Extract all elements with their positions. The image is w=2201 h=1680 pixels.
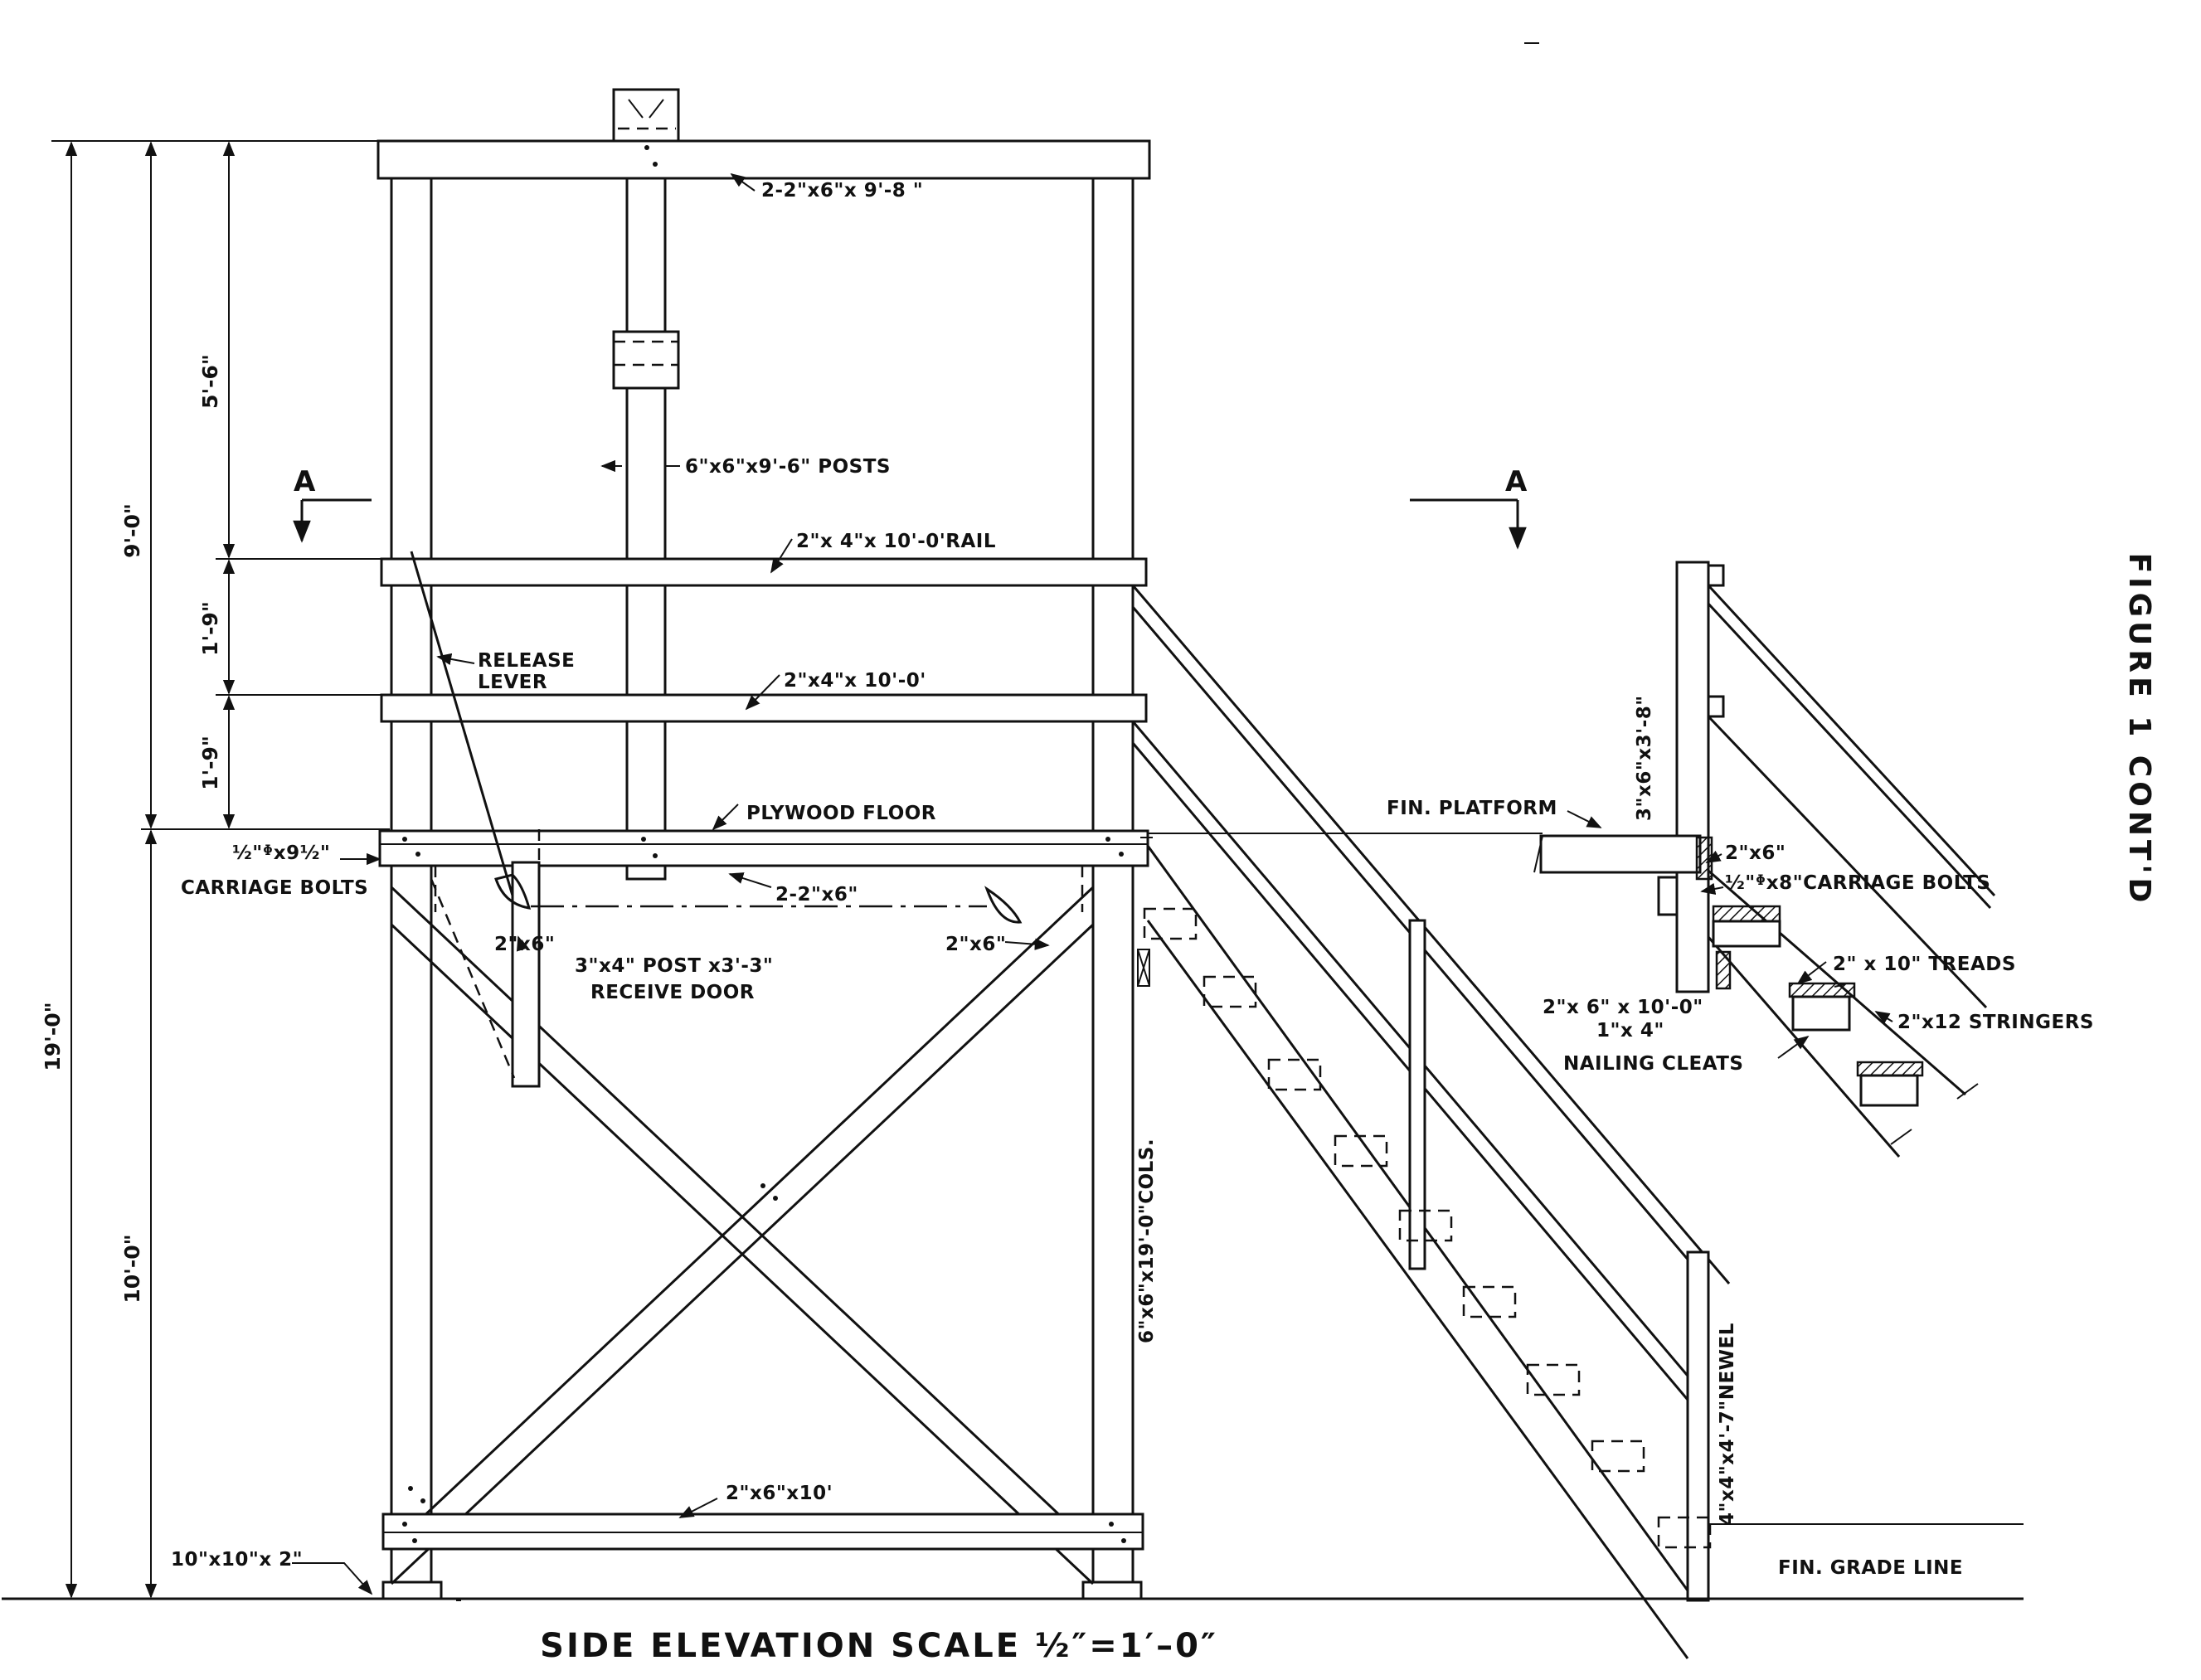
- label-detail-bolts: ½"ᶲx8"CARRIAGE BOLTS: [1725, 872, 1990, 894]
- label-post-door-1: 3"x4" POST x3'-3": [575, 955, 773, 977]
- label-treads: 2" x 10" TREADS: [1833, 954, 2016, 975]
- drawing-title: SIDE ELEVATION SCALE ½″=1′–0″: [540, 1627, 1218, 1665]
- label-grade-line: FIN. GRADE LINE: [1778, 1557, 1963, 1579]
- dim-rail-to-floor: 1'-9": [198, 736, 222, 790]
- label-brace-left: 2"x6": [494, 934, 555, 955]
- label-plywood-floor: PLYWOOD FLOOR: [746, 803, 936, 824]
- label-carriage-bolts-1: ½"ᶲx9½": [232, 842, 330, 864]
- label-detail-2x6x10: 2"x 6" x 10'-0": [1543, 997, 1703, 1018]
- dim-upper: 9'-0": [120, 503, 144, 558]
- label-top-rail: 2"x 4"x 10'-0'RAIL: [796, 531, 996, 552]
- label-cleats-1: 1"x 4": [1596, 1020, 1664, 1042]
- dim-roof-to-rail: 5'-6": [198, 354, 222, 409]
- figure-label: FIGURE 1 CONT'D: [2122, 553, 2156, 907]
- ground-lines: [2, 833, 2024, 1601]
- label-floor-beam: 2-2"x6": [775, 884, 858, 906]
- dimension-texts: 19'-0" 9'-0" 10'-0" 5'-6" 1'-9" 1'-9": [41, 354, 222, 1304]
- section-mark-right: A: [1505, 465, 1528, 498]
- label-release-lever-1: RELEASE: [478, 650, 575, 672]
- label-carriage-bolts-2: CARRIAGE BOLTS: [181, 877, 368, 899]
- label-post-door-2: RECEIVE DOOR: [590, 982, 755, 1003]
- label-columns: 6"x6"x19'-0"COLS.: [1136, 1139, 1158, 1343]
- label-stringers: 2"x12 STRINGERS: [1897, 1012, 2094, 1033]
- stair-detail: [1533, 561, 1996, 1158]
- label-fin-platform: FIN. PLATFORM: [1387, 798, 1557, 819]
- label-detail-2x6: 2"x6": [1725, 842, 1786, 864]
- dim-rail-to-rail: 1'-9": [198, 601, 222, 656]
- label-detail-post: 3"x6"x3'-8": [1634, 695, 1655, 821]
- section-mark-left: A: [294, 465, 316, 498]
- label-posts: 6"x6"x9'-6" POSTS: [685, 456, 891, 478]
- tower-structure: [377, 88, 1151, 1600]
- label-cleats-2: NAILING CLEATS: [1563, 1053, 1743, 1075]
- label-bottom-beam: 2"x6"x10': [726, 1483, 833, 1504]
- stair: [1131, 585, 1731, 1659]
- dim-lower: 10'-0": [120, 1234, 144, 1303]
- callout-labels: 2-2"x6"x 9'-8 " 6"x6"x9'-6" POSTS 2"x 4"…: [171, 180, 2094, 1579]
- label-footing: 10"x10"x 2": [171, 1549, 303, 1571]
- label-release-lever-2: LEVER: [478, 672, 547, 693]
- label-top-beam: 2-2"x6"x 9'-8 ": [761, 180, 923, 202]
- section-marks: A A: [293, 465, 1528, 550]
- leader-lines: [292, 172, 1893, 1595]
- label-mid-rail: 2"x4"x 10'-0': [784, 670, 926, 692]
- label-newel: 4"x4"x4'-7"NEWEL: [1717, 1323, 1738, 1526]
- label-brace-right: 2"x6": [945, 934, 1006, 955]
- dim-overall: 19'-0": [41, 1002, 65, 1071]
